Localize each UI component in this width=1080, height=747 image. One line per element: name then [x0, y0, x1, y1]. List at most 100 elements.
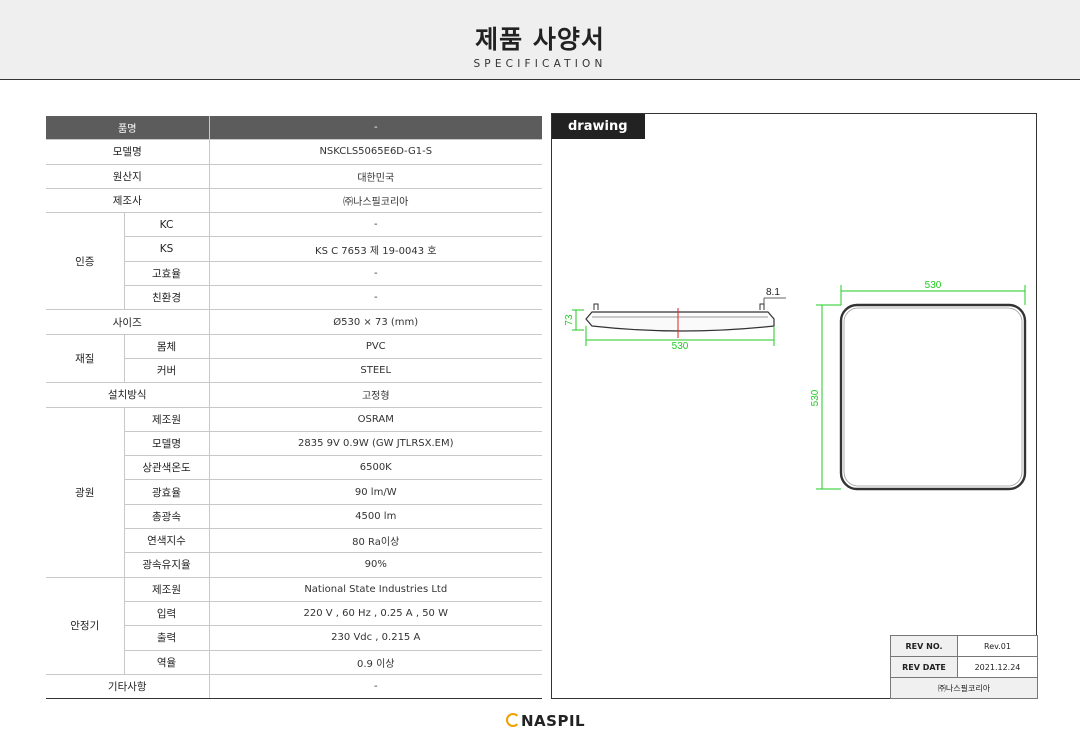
- technical-drawing: 530 73 8.1 530 530: [564, 280, 1027, 491]
- row-value: 90%: [209, 552, 542, 578]
- row-label: KS: [124, 236, 210, 262]
- row-value: 80 Ra이상: [209, 528, 542, 553]
- row-label: 기타사항: [46, 673, 210, 700]
- group-label-ballast: 안정기: [46, 576, 125, 675]
- table-row: 역율 0.9 이상: [46, 649, 542, 675]
- rev-date-label: REV DATE: [890, 656, 958, 678]
- row-label: 제조사: [46, 187, 210, 213]
- spec-table: 품명 - 모델명 NSKCLS5065E6D-G1-S 원산지 대한민국 제조사…: [46, 116, 542, 700]
- row-label: 친환경: [124, 285, 210, 310]
- drawing-tag: drawing: [552, 114, 645, 139]
- row-label: 연색지수: [124, 528, 210, 553]
- table-row: 안정기 제조원 National State Industries Ltd: [46, 576, 542, 675]
- row-label: 고효율: [124, 260, 210, 286]
- table-row: 인증 KC -: [46, 212, 542, 310]
- group-label-material: 재질: [46, 333, 125, 383]
- row-label: 몸체: [124, 333, 210, 359]
- table-row: 입력 220 V , 60 Hz , 0.25 A , 50 W: [46, 600, 542, 626]
- spec-head-label: 품명: [46, 116, 210, 140]
- row-label: 광속유지율: [124, 552, 210, 578]
- row-value: Ø530 × 73 (mm): [209, 309, 542, 335]
- table-row: REV NO. Rev.01: [890, 635, 1038, 657]
- row-value: 2835 9V 0.9W (GW JTLRSX.EM): [209, 430, 542, 456]
- table-row: 기타사항 -: [46, 673, 542, 700]
- row-label: 제조원: [124, 406, 210, 432]
- side-view-bracket-left: [593, 303, 599, 310]
- table-row: 광원 제조원 OSRAM: [46, 406, 542, 578]
- table-row: 광효율 90 lm/W: [46, 479, 542, 505]
- table-row: 사이즈 Ø530 × 73 (mm): [46, 309, 542, 335]
- row-value: 220 V , 60 Hz , 0.25 A , 50 W: [209, 600, 542, 626]
- row-value: STEEL: [209, 357, 542, 383]
- row-label: 출력: [124, 625, 210, 651]
- row-value: NSKCLS5065E6D-G1-S: [209, 139, 542, 165]
- side-view: 530 73 8.1: [564, 287, 786, 352]
- page-title: 제품 사양서: [475, 25, 605, 54]
- side-view-body: [585, 311, 775, 332]
- row-label: 입력: [124, 600, 210, 626]
- rev-no-value: Rev.01: [957, 635, 1038, 657]
- row-label: 사이즈: [46, 309, 210, 335]
- row-label: 상관색온도: [124, 455, 210, 480]
- row-value: ㈜나스필코리아: [209, 187, 542, 213]
- row-label: 원산지: [46, 163, 210, 189]
- row-value: 0.9 이상: [209, 649, 542, 675]
- revision-block: REV NO. Rev.01 REV DATE 2021.12.24 ㈜나스필코…: [890, 635, 1038, 699]
- group-label-light: 광원: [46, 406, 125, 578]
- table-row: 총광속 4500 lm: [46, 503, 542, 529]
- rev-no-label: REV NO.: [890, 635, 958, 657]
- table-row: 설치방식 고정형: [46, 382, 542, 408]
- side-width-label: 530: [672, 341, 689, 352]
- table-row: REV DATE 2021.12.24: [890, 656, 1038, 678]
- row-value: 90 lm/W: [209, 479, 542, 505]
- row-label: 모델명: [46, 139, 210, 165]
- side-lip-label: 8.1: [766, 287, 780, 298]
- drawing-panel: drawing 530 73 8.1 53: [551, 113, 1038, 699]
- row-label: 역율: [124, 649, 210, 675]
- row-label: 제조원: [124, 576, 210, 602]
- page-header: 제품 사양서 SPECIFICATION: [0, 0, 1080, 80]
- row-label: 총광속: [124, 503, 210, 529]
- row-value: 4500 lm: [209, 503, 542, 529]
- spec-head-value: -: [209, 116, 542, 140]
- side-height-label: 73: [564, 314, 575, 326]
- row-label: 커버: [124, 357, 210, 383]
- table-row: 재질 몸체 PVC: [46, 333, 542, 383]
- row-value: -: [209, 212, 542, 237]
- table-row: 원산지 대한민국: [46, 163, 542, 189]
- row-value: 230 Vdc , 0.215 A: [209, 625, 542, 651]
- top-width-label: 530: [925, 280, 942, 291]
- table-row: 연색지수 80 Ra이상: [46, 528, 542, 553]
- side-view-bracket-right: [759, 303, 765, 310]
- row-value: OSRAM: [209, 406, 542, 432]
- top-view: 530 530: [810, 280, 1027, 491]
- table-row: KS KS C 7653 제 19-0043 호: [46, 236, 542, 262]
- row-value: 고정형: [209, 382, 542, 408]
- table-row: 커버 STEEL: [46, 357, 542, 383]
- table-row: ㈜나스필코리아: [890, 677, 1038, 699]
- logo-text: NASPIL: [521, 712, 586, 730]
- top-view-inner: [843, 307, 1023, 487]
- row-label: 광효율: [124, 479, 210, 505]
- top-view-outer: [839, 303, 1027, 491]
- brand-logo: NASPIL: [506, 712, 585, 730]
- row-value: -: [209, 673, 542, 700]
- table-row: 고효율 -: [46, 260, 542, 286]
- row-value: PVC: [209, 333, 542, 359]
- row-value: -: [209, 260, 542, 286]
- table-row: 모델명 2835 9V 0.9W (GW JTLRSX.EM): [46, 430, 542, 456]
- row-value: National State Industries Ltd: [209, 576, 542, 602]
- row-label: 모델명: [124, 430, 210, 456]
- logo-mark-icon: [506, 713, 520, 727]
- spec-head-row: 품명 -: [46, 116, 542, 140]
- table-row: 친환경 -: [46, 285, 542, 310]
- group-label-cert: 인증: [46, 212, 125, 310]
- table-row: 광속유지율 90%: [46, 552, 542, 578]
- table-row: 출력 230 Vdc , 0.215 A: [46, 625, 542, 651]
- row-label: 설치방식: [46, 382, 210, 408]
- row-value: 6500K: [209, 455, 542, 480]
- row-value: 대한민국: [209, 163, 542, 189]
- rev-company: ㈜나스필코리아: [890, 677, 1038, 699]
- page-subtitle: SPECIFICATION: [473, 58, 607, 70]
- table-row: 상관색온도 6500K: [46, 455, 542, 480]
